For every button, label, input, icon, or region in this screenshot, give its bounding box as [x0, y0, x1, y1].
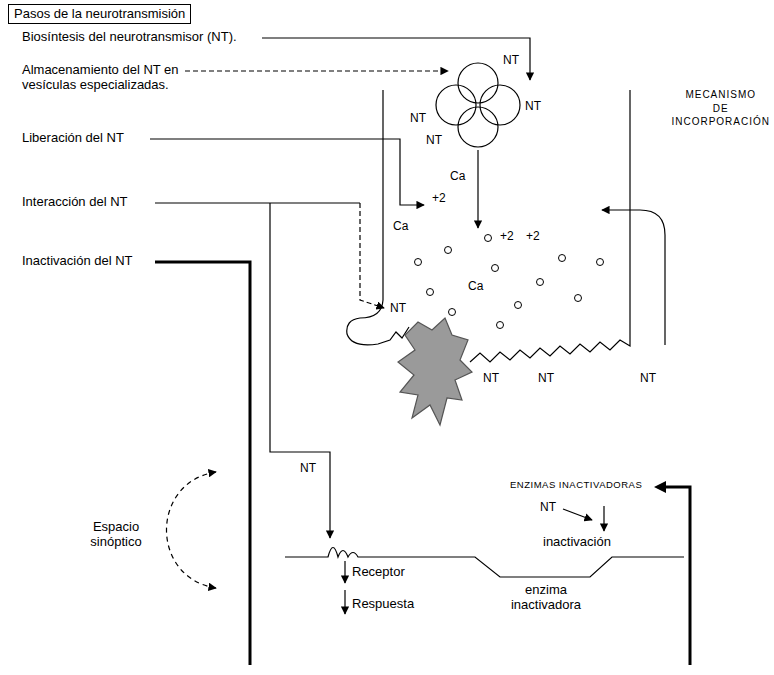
text-label: inactivación — [543, 535, 611, 550]
text-label: NT — [503, 54, 519, 68]
bracket-line — [666, 487, 690, 665]
leader-line — [155, 202, 360, 203]
text-label: Interacción del NT — [22, 195, 128, 210]
text-label: Biosíntesis del neurotransmisor (NT). — [22, 30, 237, 45]
arrowhead — [654, 481, 666, 493]
nt-molecule — [449, 309, 456, 316]
nt-molecule — [515, 302, 522, 309]
leader-line — [360, 203, 384, 308]
response-arrow — [344, 561, 345, 583]
nt-molecule — [497, 322, 504, 329]
text-label: NT — [538, 372, 554, 386]
text-label: NT — [426, 134, 442, 148]
leader-line — [603, 506, 604, 531]
text-label: NT — [640, 372, 656, 386]
text-label: Inactivación del NT — [22, 254, 133, 269]
text-label: Ca — [393, 220, 408, 234]
leader-line — [150, 139, 424, 205]
text-label: NT — [483, 372, 499, 386]
response-arrow — [344, 590, 345, 614]
text-label: Ca — [468, 280, 483, 294]
nt-molecule — [575, 295, 582, 302]
text-label: Almacenamiento del NT en vesículas espec… — [22, 63, 194, 93]
nt-molecule — [597, 259, 604, 266]
nt-molecule — [427, 289, 434, 296]
leader-line — [262, 38, 530, 80]
nt-molecule — [445, 247, 452, 254]
leader-line — [563, 509, 592, 520]
text-label: Receptor — [352, 565, 405, 580]
receptor-blob — [398, 318, 472, 425]
nt-molecule — [537, 279, 544, 286]
text-label: +2 — [526, 230, 540, 244]
text-label: Liberación del NT — [22, 131, 124, 146]
text-label: Ca — [450, 170, 465, 184]
caps-label: ENZIMAS INACTIVADORAS — [510, 480, 642, 491]
leader-line — [185, 70, 448, 71]
text-label: Respuesta — [352, 597, 414, 612]
leader-line — [270, 203, 330, 538]
text-label: NT — [410, 112, 426, 126]
vesicle — [458, 63, 498, 103]
text-label: NT — [300, 462, 316, 476]
nt-molecule — [492, 265, 499, 272]
nt-molecule — [415, 259, 422, 266]
vesicle — [480, 85, 520, 125]
presynaptic-membrane — [470, 90, 630, 362]
presynaptic-membrane — [347, 90, 409, 345]
text-label: +2 — [432, 192, 446, 206]
release-arrow — [477, 150, 478, 228]
nt-molecule — [485, 235, 492, 242]
text-label: NT — [390, 302, 406, 316]
vesicle — [458, 107, 498, 147]
uptake-arrow — [602, 210, 665, 345]
text-label: NT — [525, 100, 541, 114]
bracket-line — [155, 262, 250, 665]
text-label: enzima inactivadora — [505, 583, 587, 613]
nt-molecule — [559, 255, 566, 262]
mechanism-label: MECANISMO DE INCORPORACIÓN — [671, 88, 770, 129]
space-bracket — [167, 472, 217, 588]
vesicle — [436, 85, 476, 125]
text-label: +2 — [500, 230, 514, 244]
title-box: Pasos de la neurotransmisión — [8, 4, 191, 24]
text-label: Espacio sinóptico — [80, 520, 152, 550]
text-label: NT — [540, 501, 556, 515]
